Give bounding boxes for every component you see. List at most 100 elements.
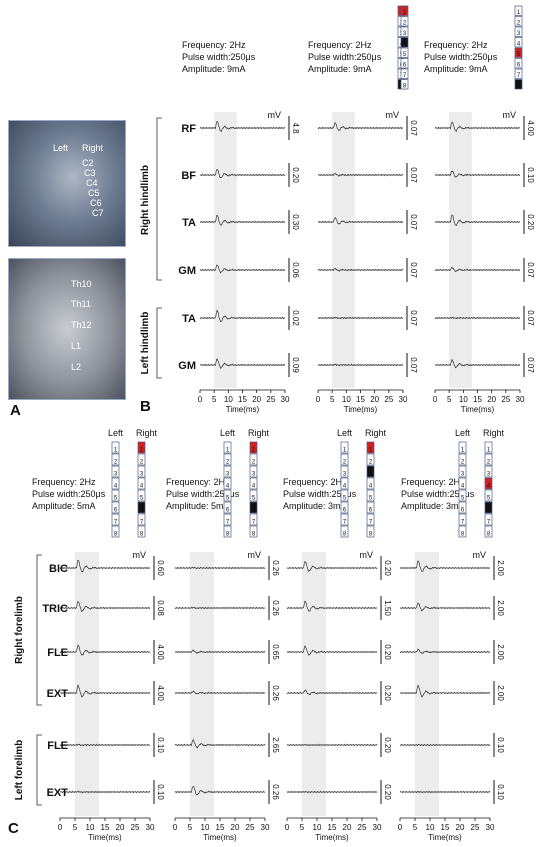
panel-c-electrode-2-left-contact-label-8: 8 xyxy=(226,532,230,538)
panel-c-electrode-3-left-contact-label-5: 5 xyxy=(343,496,347,502)
panel-b-col-1-scale-label-5: 0.02 xyxy=(291,310,300,326)
panel-c-col-2-scale-label-2: 0.26 xyxy=(271,600,280,616)
panel-c-muscle-4: EXT xyxy=(47,688,69,700)
panel-c-col-1-trace-5 xyxy=(59,743,151,747)
panel-c-col-3-x-tick-label-0: 0 xyxy=(285,823,290,832)
panel-b-group-right: Right hindlimb xyxy=(140,165,151,235)
xray-level-th12: Th12 xyxy=(71,320,92,330)
panel-b-electrode-2-contact-label-3: 3 xyxy=(403,31,407,37)
panel-b-electrode-3-contact-label-7: 7 xyxy=(517,73,521,79)
panel-c-col-4-x-tick-label-0: 0 xyxy=(398,823,403,832)
panel-b-electrode-3-contact-6 xyxy=(514,58,523,69)
panel-c-col-3-scale-label-2: 1.50 xyxy=(383,600,392,616)
panel-b-col-3-scale-label-6: 0.07 xyxy=(526,357,535,373)
panel-c-col-4-trace-2 xyxy=(399,602,491,612)
panel-c-electrode-1-left-contact-1 xyxy=(111,441,120,454)
panel-c-electrode-2-contact-label-1: 1 xyxy=(252,448,256,454)
panel-b-col-3-scale-label-2: 0.10 xyxy=(526,167,535,183)
panel-c-electrode-4-contact-label-4: 4 xyxy=(487,484,491,490)
panel-c-electrode-4-left-contact-label-7: 7 xyxy=(461,520,465,526)
panel-b-electrode-3-contact-5 xyxy=(514,47,523,58)
panel-c-electrode-4-contact-label-3: 3 xyxy=(487,472,491,478)
panel-c-stim-amplitude-1: Amplitude: 5mA xyxy=(32,501,96,511)
panel-c-col-1-trace-1 xyxy=(59,559,151,573)
panel-b-col-1-trace-3 xyxy=(199,214,286,226)
panel-c-electrode-3-contact-2 xyxy=(366,453,375,466)
panel-b-electrode-3-contact-2 xyxy=(514,16,523,27)
panel-b-col-2-mv-unit: mV xyxy=(386,110,400,120)
panel-c-col-2-x-tick-label-10: 10 xyxy=(201,823,210,832)
panel-c-electrode-1-contact-label-4: 4 xyxy=(140,484,144,490)
panel-c-electrode-2-left-contact-8 xyxy=(223,525,232,538)
panel-c-col-3-x-tick-label-15: 15 xyxy=(328,823,337,832)
panel-c-col-1-x-tick-label-10: 10 xyxy=(86,823,95,832)
panel-c-electrode-1-contact-7 xyxy=(137,513,146,526)
panel-c-electrode-1-contact-label-6: 6 xyxy=(140,508,144,514)
panel-c-electrode-4-left-contact-8 xyxy=(458,525,467,538)
panel-c-col-1-x-tick-label-15: 15 xyxy=(101,823,110,832)
panel-c-muscle-5: FLE xyxy=(47,740,68,752)
panel-c-electrode-1-contact-8 xyxy=(137,525,146,538)
panel-b-col-3-x-tick-label-5: 5 xyxy=(447,395,452,404)
panel-c-electrode-3-left-contact-4 xyxy=(340,477,349,490)
panel-b-col-3-trace-2 xyxy=(434,170,521,178)
panel-c-col-1-trace-4 xyxy=(59,684,151,698)
panel-b-col-1-scale-label-1: 4.8 xyxy=(291,122,300,134)
panel-c-electrode-2-contact-label-3: 3 xyxy=(252,472,256,478)
panel-b-col-2-scale-label-3: 0.07 xyxy=(409,214,418,230)
panel-b-electrode-2-contact-label-6: 6 xyxy=(403,63,407,69)
panel-c-electrode-1-left-contact-2 xyxy=(111,453,120,466)
panel-b-col-1-x-tick-label-5: 5 xyxy=(212,395,217,404)
panel-c-electrode-4-contact-5 xyxy=(484,489,493,502)
panel-b-col-1-x-tick-label-25: 25 xyxy=(266,395,275,404)
panel-c-col-4-trace-6 xyxy=(399,790,491,794)
panel-b-col-3-scale-label-1: 4.00 xyxy=(526,120,535,136)
panel-b-electrode-3-contact-4 xyxy=(514,37,523,48)
xray-level-l1: L1 xyxy=(71,341,82,351)
panel-c-electrode-1-contact-label-2: 2 xyxy=(140,460,144,466)
panel-c-electrode-2-contact-label-5: 5 xyxy=(252,496,256,502)
panel-c-col-3-stim-window xyxy=(302,552,326,816)
panel-c-col-3-trace-6 xyxy=(286,790,378,794)
panel-b-stim-amplitude-3: Amplitude: 9mA xyxy=(424,64,488,74)
panel-c-electrode-4-contact-4 xyxy=(484,477,493,490)
panel-b-col-2-x-tick-label-20: 20 xyxy=(370,395,379,404)
panel-c-electrode-2-left-contact-7 xyxy=(223,513,232,526)
panel-b-electrode-2-contact-6 xyxy=(400,58,409,69)
panel-c-electrode-1-left-contact-label-1: 1 xyxy=(114,448,118,454)
panel-c-electrode-2-contact-5 xyxy=(249,489,258,502)
panel-b-col-2-x-tick-label-30: 30 xyxy=(399,395,408,404)
panel-b-electrode-2-contact-3 xyxy=(400,26,409,37)
panel-b-electrode-3-contact-label-5: 5 xyxy=(517,52,521,58)
xray-level-c2: C2 xyxy=(82,158,94,168)
panel-b-electrode-3-contact-1 xyxy=(514,5,523,16)
panel-b-col-1-x-tick-label-15: 15 xyxy=(238,395,247,404)
panel-c-col-3-scale-label-1: 0.20 xyxy=(383,560,392,576)
panel-c-electrode-4-left-contact-4 xyxy=(458,477,467,490)
panel-c-group-left: Left forelimb xyxy=(14,740,25,801)
panel-c-stim-pulse-4: Pulse width:250μs xyxy=(401,489,475,499)
panel-c-col-2-x-tick-label-25: 25 xyxy=(246,823,255,832)
panel-b-col-3-x-tick-label-0: 0 xyxy=(433,395,438,404)
panel-c-electrode-2-contact-2 xyxy=(249,453,258,466)
panel-b-muscle-5: TA xyxy=(182,313,196,325)
panel-c-electrode-3-left-contact-label-7: 7 xyxy=(343,520,347,526)
panel-c-col-2-trace-6 xyxy=(174,785,266,796)
panel-c-col-3-x-axis-title: Time(ms) xyxy=(315,833,349,842)
panel-c-electrode-1-contact-label-5: 5 xyxy=(140,496,144,502)
panel-c-col-2-scale-label-1: 0.26 xyxy=(271,560,280,576)
panel-c-electrode-1-left-contact-label-2: 2 xyxy=(114,460,118,466)
panel-b-col-3-x-tick-label-25: 25 xyxy=(501,395,510,404)
panel-c-electrode-4-left-contact-3 xyxy=(458,465,467,478)
panel-c-col-1-x-tick-label-25: 25 xyxy=(131,823,140,832)
panel-c-electrode-2-right-label: Right xyxy=(248,428,270,438)
panel-c-electrode-3-left-contact-1 xyxy=(340,441,349,454)
panel-c-electrode-4-left-label: Left xyxy=(455,428,471,438)
panel-c-col-2-trace-2 xyxy=(174,606,266,610)
panel-b-stim-pulse-2: Pulse width:250μs xyxy=(308,52,382,62)
panel-c-col-3-scale-label-3: 0.20 xyxy=(383,644,392,660)
panel-c-electrode-3-left-contact-7 xyxy=(340,513,349,526)
panel-c-stim-frequency-1: Frequency: 2Hz xyxy=(32,477,96,487)
panel-c-bracket-right xyxy=(36,554,42,706)
panel-b-stim-frequency-2: Frequency: 2Hz xyxy=(308,40,372,50)
